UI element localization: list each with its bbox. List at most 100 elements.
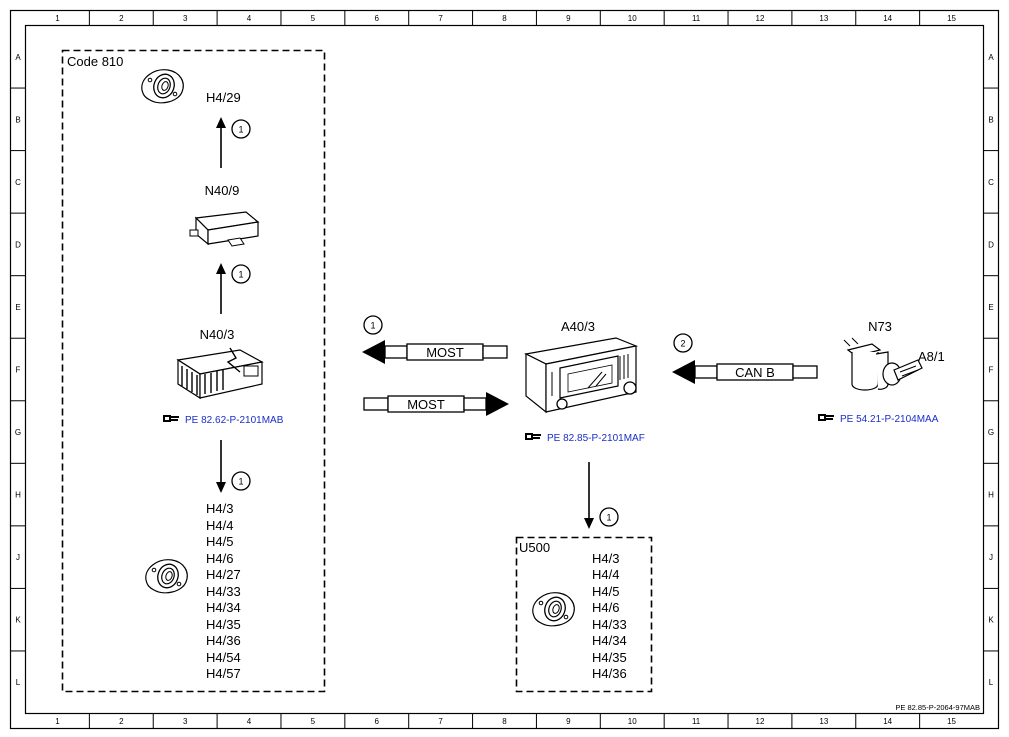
grid-column-label: 12 xyxy=(756,14,765,23)
grid-column-label: 2 xyxy=(119,717,124,726)
grid-row-label: C xyxy=(15,178,21,187)
grid-column-label: 5 xyxy=(311,717,316,726)
grid-column-label: 9 xyxy=(566,14,571,23)
doc-ref-icon-n73 xyxy=(818,414,834,421)
grid-row-label: E xyxy=(15,303,20,312)
control-module-n40-9-icon xyxy=(189,211,260,247)
grid-column-label: 3 xyxy=(183,717,188,726)
speaker-label: H4/33 xyxy=(206,584,241,599)
speaker-label: H4/5 xyxy=(592,584,619,599)
grid-row-label: F xyxy=(16,366,21,375)
doc-ref-icon-n40-3 xyxy=(163,415,179,422)
grid-column-label: 3 xyxy=(183,14,188,23)
ignition-switch-n73-icon xyxy=(843,337,923,391)
marker-1-label-c: 1 xyxy=(238,477,243,487)
grid-column-label: 9 xyxy=(566,717,571,726)
grid-column-label: 5 xyxy=(311,14,316,23)
grid-column-label: 14 xyxy=(883,14,892,23)
marker-1-label-u500: 1 xyxy=(606,513,611,523)
grid-row-label: D xyxy=(15,240,21,249)
grid-column-label: 1 xyxy=(55,717,60,726)
grid-coordinates: 1122334455667788991010111112121313141415… xyxy=(10,10,999,729)
inner-frame xyxy=(24,24,985,715)
grid-row-label: H xyxy=(15,491,21,500)
grid-column-label: 7 xyxy=(438,14,443,23)
grid-column-label: 15 xyxy=(947,717,956,726)
speaker-icon-u500 xyxy=(532,592,575,627)
u500-group-box xyxy=(515,536,653,693)
speaker-label: H4/3 xyxy=(206,501,233,516)
most-bus-incoming-arrow xyxy=(363,392,509,416)
grid-row-label: B xyxy=(988,115,993,124)
grid-row-label: L xyxy=(989,678,994,687)
speaker-label: H4/35 xyxy=(206,617,241,632)
doc-ref-n40-3[interactable]: PE 82.62-P-2101MAB xyxy=(185,415,284,426)
grid-row-label: A xyxy=(988,53,994,62)
grid-column-label: 8 xyxy=(502,14,507,23)
speaker-icon-code-810 xyxy=(145,559,188,594)
marker-2-label: 2 xyxy=(680,339,685,349)
speaker-label: H4/54 xyxy=(206,650,241,665)
speaker-label: H4/34 xyxy=(592,633,627,648)
speaker-label: H4/34 xyxy=(206,600,241,615)
grid-column-label: 6 xyxy=(375,717,380,726)
signal-arrow-4-head xyxy=(584,518,594,529)
signal-arrow-2-head xyxy=(216,263,226,274)
signal-arrow-3-head xyxy=(216,482,226,493)
grid-column-label: 10 xyxy=(628,717,637,726)
grid-row-label: C xyxy=(988,178,994,187)
grid-row-label: F xyxy=(989,366,994,375)
grid-column-label: 4 xyxy=(247,717,252,726)
signal-arrow-1-head xyxy=(216,117,226,128)
grid-row-label: E xyxy=(988,303,993,312)
speaker-label: H4/35 xyxy=(592,650,627,665)
u500-title: U500 xyxy=(519,540,550,555)
can-b-bus-arrow xyxy=(672,360,818,384)
grid-column-label: 2 xyxy=(119,14,124,23)
grid-row-label: A xyxy=(15,53,21,62)
doc-ref-a40-3[interactable]: PE 82.85-P-2101MAF xyxy=(547,433,645,444)
doc-ref-n73[interactable]: PE 54.21-P-2104MAA xyxy=(840,414,939,425)
marker-1-label-b: 1 xyxy=(238,270,243,280)
grid-row-label: D xyxy=(988,240,994,249)
u500-speaker-list: H4/3 H4/4 H4/5 H4/6 H4/33 H4/34 H4/35 H4… xyxy=(592,551,627,681)
speaker-label: H4/4 xyxy=(206,518,233,533)
marker-1-circle-c xyxy=(231,471,251,491)
grid-column-label: 14 xyxy=(883,717,892,726)
amplifier-n40-3-label: N40/3 xyxy=(200,327,235,342)
speaker-label: H4/3 xyxy=(592,551,619,566)
code-810-group-box xyxy=(61,49,326,693)
document-footer-code: PE 82.85-P-2064-97MAB xyxy=(895,703,980,712)
grid-row-label: J xyxy=(16,553,20,562)
head-unit-a40-3-label: A40/3 xyxy=(561,319,595,334)
grid-row-label: K xyxy=(988,616,994,625)
speaker-label: H4/36 xyxy=(206,633,241,648)
most-bus-label-bottom: MOST xyxy=(407,397,445,412)
marker-1-circle-u500 xyxy=(599,507,619,527)
grid-column-label: 10 xyxy=(628,14,637,23)
can-b-bus-label: CAN B xyxy=(735,365,775,380)
speaker-label: H4/57 xyxy=(206,666,241,681)
grid-column-label: 13 xyxy=(819,14,828,23)
code-810-title: Code 810 xyxy=(67,54,123,69)
grid-column-label: 11 xyxy=(692,14,701,23)
grid-column-label: 8 xyxy=(502,717,507,726)
grid-row-label: G xyxy=(15,428,21,437)
grid-column-label: 11 xyxy=(692,717,701,726)
grid-row-label: J xyxy=(989,553,993,562)
code-810-speaker-list: H4/3 H4/4 H4/5 H4/6 H4/27 H4/33 H4/34 H4… xyxy=(206,501,241,681)
speaker-label: H4/36 xyxy=(592,666,627,681)
marker-1-circle-most xyxy=(363,315,383,335)
grid-column-label: 12 xyxy=(756,717,765,726)
outer-frame xyxy=(9,9,1000,730)
speaker-label: H4/27 xyxy=(206,567,241,582)
amplifier-n40-3-icon xyxy=(176,347,264,400)
grid-row-label: G xyxy=(988,428,994,437)
grid-column-label: 15 xyxy=(947,14,956,23)
grid-row-label: H xyxy=(988,491,994,500)
speaker-label: H4/33 xyxy=(592,617,627,632)
grid-column-label: 4 xyxy=(247,14,252,23)
doc-ref-icon-a40-3 xyxy=(525,433,541,440)
speaker-label: H4/5 xyxy=(206,534,233,549)
